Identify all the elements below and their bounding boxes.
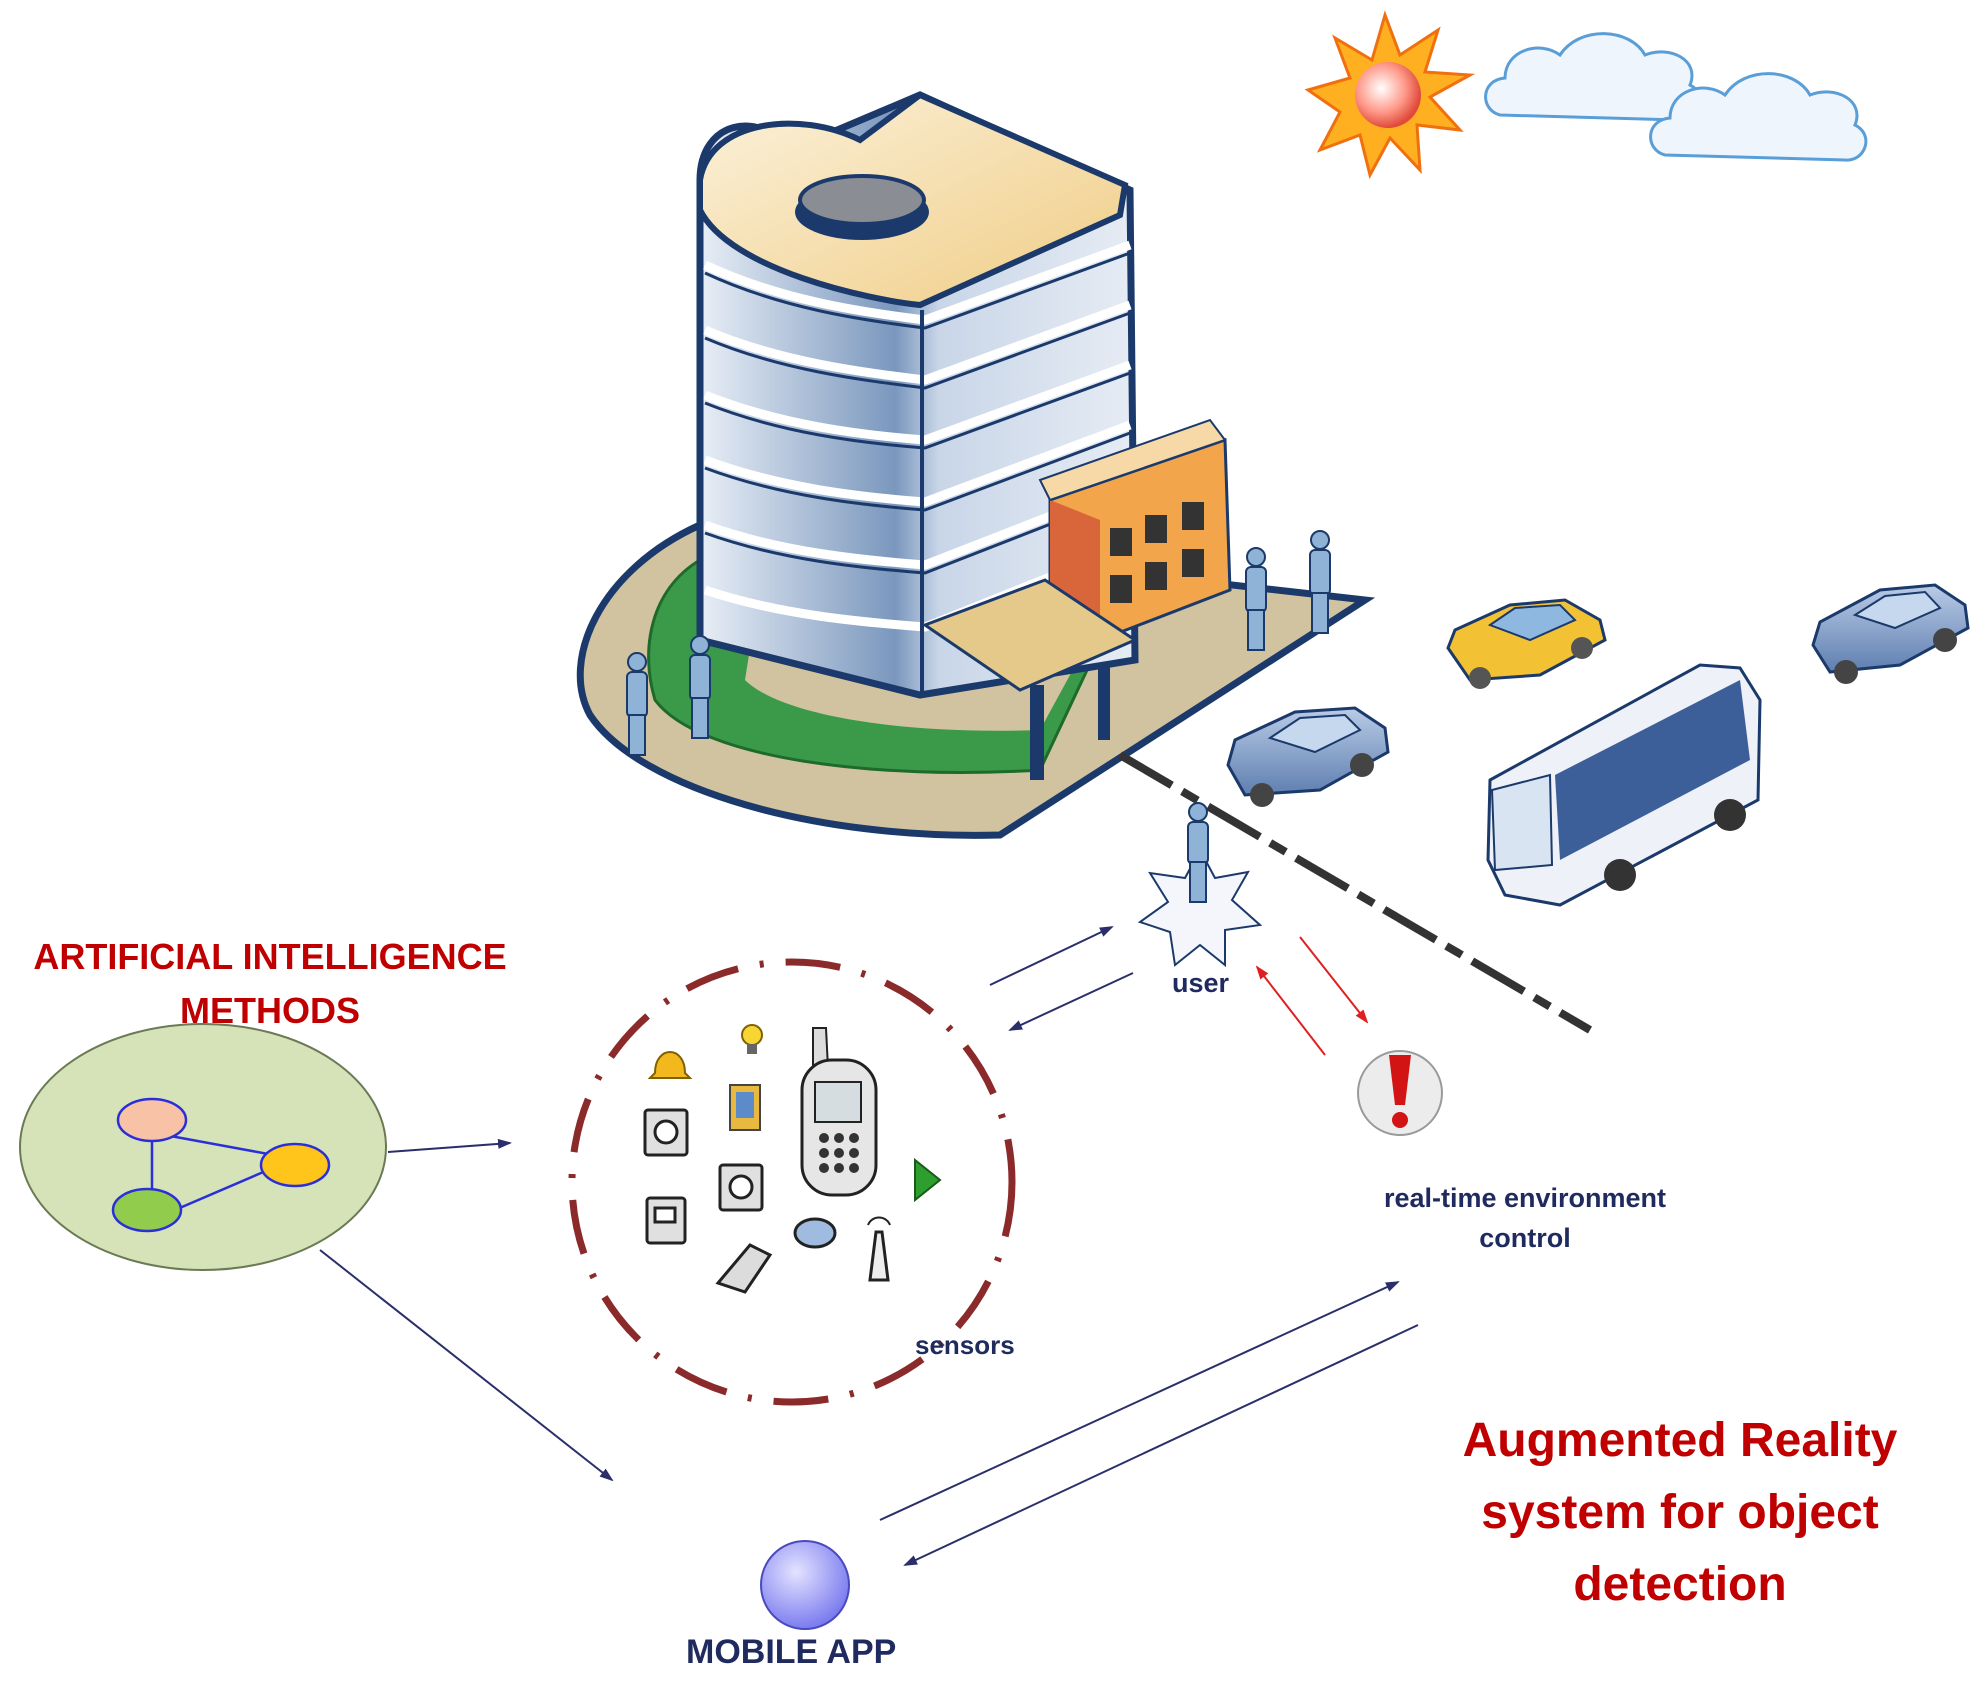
mobile-phone-icon — [800, 1027, 878, 1197]
taxi-icon — [1446, 598, 1607, 689]
bulb-icon — [741, 1024, 763, 1054]
mobile-app-label: MOBILE APP — [686, 1633, 897, 1671]
graph-node-icon — [259, 1142, 331, 1188]
control-arrows — [1255, 936, 1369, 1056]
sensor-card-icon — [729, 1084, 761, 1131]
alert-icon — [1357, 1050, 1443, 1136]
control-label: real-time environment control — [1383, 1183, 1667, 1253]
car-icon — [1811, 583, 1970, 684]
mobile-app-node — [760, 1540, 850, 1630]
sensors-ring — [568, 958, 1016, 1406]
sun-icon — [1304, 10, 1476, 180]
graph-node-icon — [111, 1187, 183, 1233]
person-icon — [626, 530, 1331, 756]
cloud-icon — [1484, 32, 1868, 162]
bus-icon — [1486, 663, 1762, 907]
camera-icon — [643, 1108, 764, 1245]
graph-node-icon — [116, 1097, 188, 1143]
antenna-icon — [867, 1216, 891, 1282]
sensors-label: sensors — [915, 1330, 1015, 1360]
ai-methods-label: ARTIFICIAL INTELLIGENCE METHODS — [33, 936, 507, 1031]
play-icon — [914, 1157, 942, 1203]
motion-sensor-icon — [793, 1217, 837, 1249]
car-icon — [1226, 706, 1390, 807]
diagram-title: Augmented Reality system for object dete… — [1462, 1414, 1898, 1611]
user-icon — [1137, 802, 1263, 968]
flip-phone-icon — [715, 1243, 773, 1294]
bell-icon — [647, 1051, 693, 1079]
user-label: user — [1172, 968, 1230, 998]
ai-methods-graph — [19, 1023, 387, 1271]
flow-arrows — [319, 926, 1419, 1566]
building-icon — [576, 91, 1593, 1034]
